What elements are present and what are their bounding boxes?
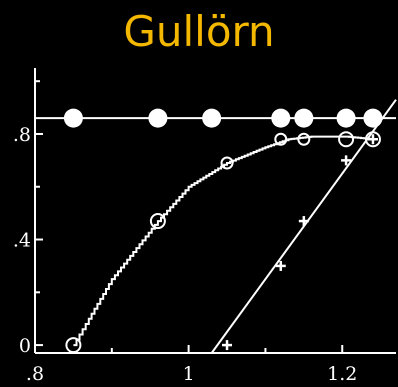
open-circle-point — [220, 156, 234, 170]
x-tick-label: 1 — [183, 363, 195, 385]
x-tick-label: .8 — [26, 363, 44, 385]
tick-labels: .8 1 1.2 0 .4 .8 — [13, 124, 357, 385]
filled-circle-point — [148, 108, 168, 128]
filled-circle-point — [63, 108, 83, 128]
axes — [34, 68, 396, 354]
plus-point — [275, 260, 286, 271]
series-marks — [63, 108, 383, 354]
open-circle-point — [149, 213, 166, 230]
plus-point — [298, 216, 309, 227]
filled-circle-point — [363, 108, 383, 128]
filled-circle-point — [271, 108, 291, 128]
x-tick-label: 1.2 — [327, 363, 357, 385]
plus-point — [222, 340, 233, 351]
open-circle-point — [65, 337, 82, 354]
filled-circle-point — [202, 108, 222, 128]
y-tick-label: .8 — [13, 124, 31, 146]
open-circle-point — [297, 132, 311, 146]
open-circle-point — [364, 131, 381, 148]
plus-point — [367, 134, 378, 145]
series-lines — [35, 99, 397, 354]
filled-circle-point — [294, 108, 314, 128]
plus-point — [341, 155, 352, 166]
open-circle-point — [274, 132, 288, 146]
chart-title: Gullörn — [123, 7, 275, 56]
y-tick-label: 0 — [19, 335, 31, 357]
y-tick-label: .4 — [13, 230, 31, 252]
filled-circle-point — [336, 108, 356, 128]
series-line-straight — [210, 99, 397, 354]
open-circle-point — [338, 131, 355, 148]
